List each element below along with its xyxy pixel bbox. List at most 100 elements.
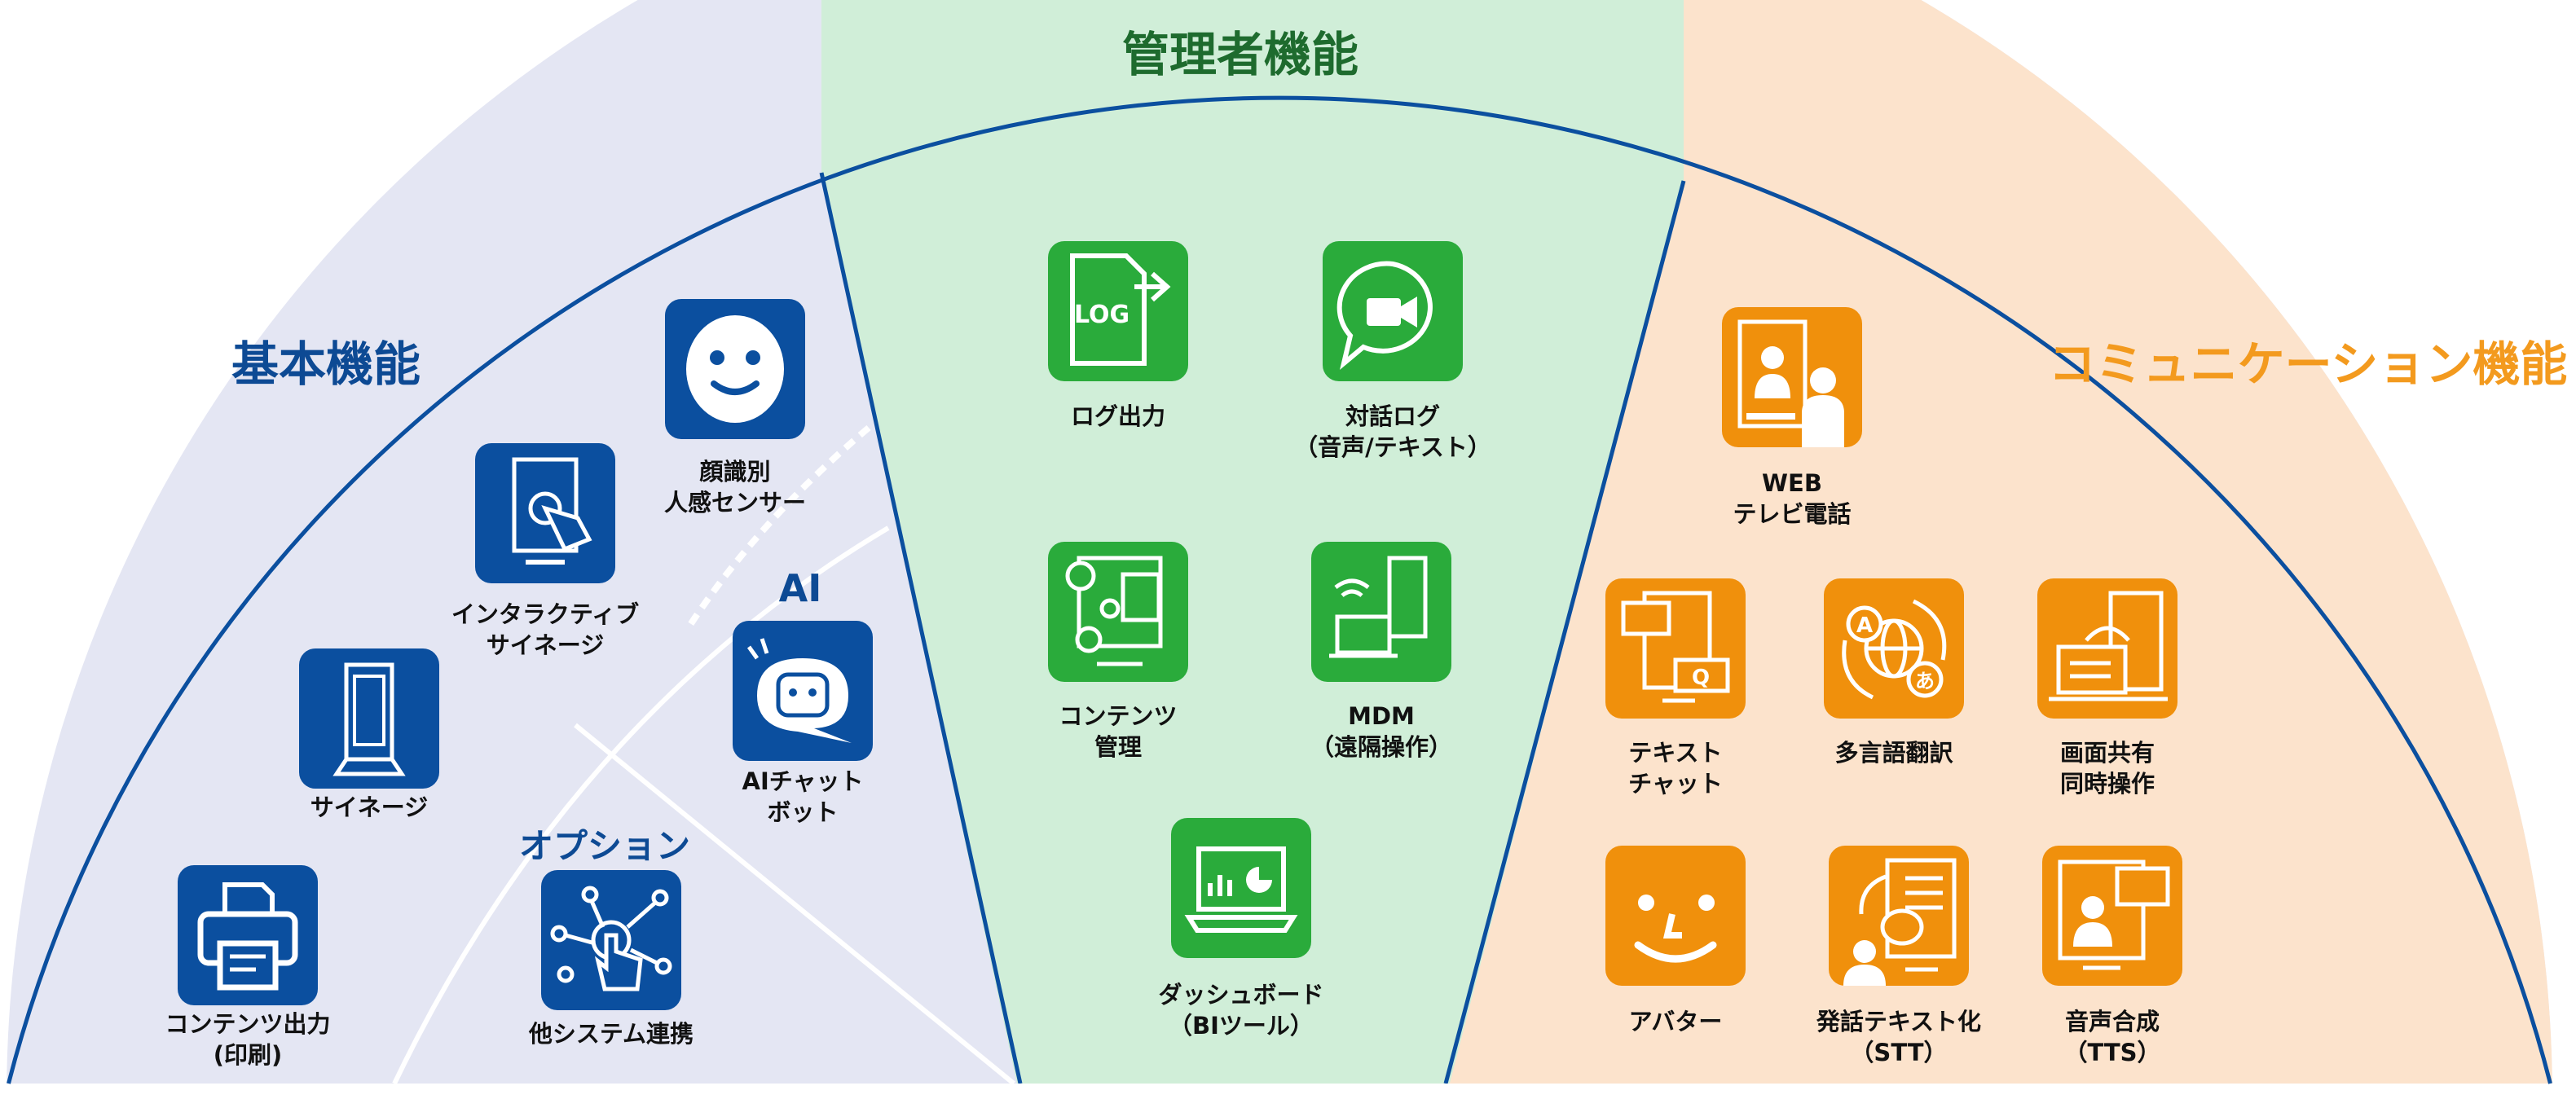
ai-option-divider <box>574 723 1015 1086</box>
label-line: 顔識別 <box>699 458 771 486</box>
option-title: オプション <box>518 826 691 866</box>
label-line: 音声合成 <box>2064 1008 2160 1035</box>
screen-share-tile <box>2037 578 2177 719</box>
label-line: サイネージ <box>310 793 429 821</box>
svg-text:LOG: LOG <box>1074 301 1129 329</box>
content-management-icon <box>1065 556 1163 666</box>
ai-title: AI <box>778 566 822 610</box>
label-line: 管理 <box>1094 733 1143 761</box>
label-line: 同時操作 <box>2059 770 2155 798</box>
content-management-tile <box>1048 542 1188 682</box>
screen-share-icon <box>2049 591 2168 701</box>
touch-signage-icon <box>512 457 592 565</box>
printer-icon <box>197 882 298 991</box>
label-line: テキスト <box>1628 739 1723 767</box>
admin-feature-label: ログ出力 <box>1071 401 1165 432</box>
avatar-tile <box>1605 846 1746 986</box>
face-tile <box>665 299 805 439</box>
comm-feature-label: 多言語翻訳 <box>1834 737 1953 768</box>
comm-feature-label: 発話テキスト化 （STT） <box>1816 1006 1981 1068</box>
label-line: (印刷) <box>213 1041 283 1069</box>
admin-feature-label: MDM（遠隔操作） <box>1310 701 1452 763</box>
basic-feature-label: 顔識別人感センサー <box>664 456 806 518</box>
basic-feature-label: コンテンツ出力 (印刷) <box>165 1009 330 1070</box>
label-line: 人感センサー <box>663 489 807 517</box>
dashboard-icon <box>1184 846 1298 933</box>
log-file-tile: LOG <box>1048 241 1188 381</box>
label-line: （STT） <box>1850 1039 1948 1066</box>
label-line: （遠隔操作） <box>1310 733 1453 761</box>
svg-text:Q: Q <box>1692 666 1710 690</box>
outer-arc <box>7 95 2552 1084</box>
network-touch-icon <box>550 886 672 991</box>
basic-feature-label: サイネージ <box>310 792 428 823</box>
avatar-icon <box>1634 895 1717 963</box>
ai-boundary <box>685 424 871 630</box>
admin-title: 管理者機能 <box>1121 27 1359 82</box>
text-to-speech-tile <box>2042 846 2182 986</box>
web-call-tile <box>1722 307 1862 447</box>
translate-icon: Aあ <box>1842 599 1947 700</box>
basic-title: 基本機能 <box>231 336 421 392</box>
basic-feature-label: インタラクティブサイネージ <box>451 599 639 661</box>
admin-feature-label: コンテンツ管理 <box>1059 701 1177 763</box>
label-line: ダッシュボード <box>1158 981 1324 1009</box>
web-call-icon <box>1737 319 1844 447</box>
label-line: WEB <box>1762 469 1822 497</box>
comm-title: コミュニケーション機能 <box>2048 336 2568 392</box>
signage-tile <box>299 648 439 789</box>
label-line: コンテンツ出力 <box>165 1010 331 1038</box>
text-chat-icon: Q <box>1621 591 1730 703</box>
label-line: 多言語翻訳 <box>1834 739 1953 767</box>
label-line: チャット <box>1628 770 1723 798</box>
ai-feature-label: AIチャットボット <box>742 766 864 828</box>
option-boundary <box>392 525 890 1085</box>
printer-tile <box>178 865 318 1005</box>
face-icon <box>686 315 784 423</box>
mdm-icon <box>1329 556 1428 658</box>
speech-to-text-icon <box>1843 858 1957 986</box>
option-feature-label: 他システム連携 <box>529 1018 694 1049</box>
robot-chat-icon <box>746 638 852 743</box>
label-line: 画面共有 <box>2059 739 2155 767</box>
label-line: （音声/テキスト） <box>1294 433 1491 461</box>
comm-feature-label: アバター <box>1629 1006 1723 1037</box>
label-line: ボット <box>767 798 839 826</box>
label-line: （BIツール） <box>1169 1012 1314 1040</box>
label-line: サイネージ <box>486 631 605 659</box>
comm-feature-label: 音声合成 （TTS） <box>2063 1006 2160 1068</box>
speech-to-text-tile <box>1829 846 1969 986</box>
network-touch-tile <box>541 870 681 1010</box>
signage-icon <box>332 662 406 776</box>
admin-sector <box>821 0 1684 1099</box>
svg-text:A: A <box>1856 613 1873 638</box>
label-line: 対話ログ <box>1345 402 1441 430</box>
video-chat-tile <box>1323 241 1463 381</box>
label-line: 発話テキスト化 <box>1816 1008 1982 1035</box>
mdm-tile <box>1311 542 1451 682</box>
robot-chat-tile <box>733 621 873 761</box>
label-line: アバター <box>1628 1008 1723 1035</box>
comm-feature-label: テキストチャット <box>1628 737 1723 799</box>
video-chat-icon <box>1336 261 1433 371</box>
admin-feature-label: ダッシュボード （BIツール） <box>1158 979 1323 1041</box>
admin-feature-label: 対話ログ （音声/テキスト） <box>1294 401 1491 463</box>
svg-text:あ: あ <box>1915 670 1935 692</box>
divider-left <box>819 172 1023 1084</box>
label-line: 他システム連携 <box>528 1020 694 1048</box>
label-line: テレビ電話 <box>1733 500 1852 528</box>
text-to-speech-icon <box>2058 859 2170 970</box>
label-line: インタラクティブ <box>451 600 640 628</box>
log-file-icon: LOG <box>1070 253 1171 366</box>
label-line: （TTS） <box>2063 1039 2161 1066</box>
comm-feature-label: WEB テレビ電話 <box>1733 468 1851 530</box>
label-line: AIチャット <box>742 767 864 795</box>
label-line: コンテンツ <box>1059 702 1178 730</box>
label-line: ログ出力 <box>1070 402 1166 430</box>
divider-right <box>1443 180 1686 1084</box>
comm-feature-label: 画面共有同時操作 <box>2060 737 2155 799</box>
text-chat-tile: Q <box>1605 578 1746 719</box>
